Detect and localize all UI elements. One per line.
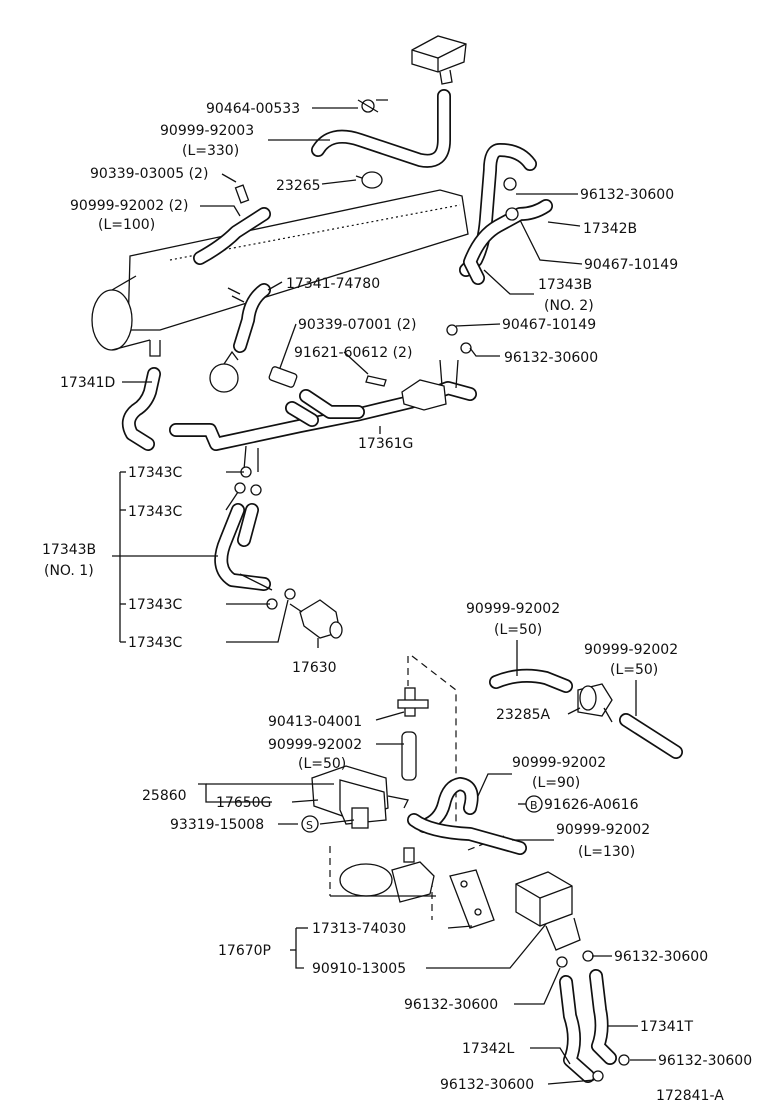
label-90999-92002-a: 90999-92002 [466, 601, 560, 617]
vsv-25860-icon [311, 765, 409, 829]
label-l50-c: (L=50) [298, 756, 346, 772]
label-96132-30600-e: 96132-30600 [658, 1053, 752, 1069]
label-90339-03005: 90339-03005 (2) [90, 166, 208, 182]
label-17343c-4: 17343C [128, 635, 183, 651]
label-marker-s: S [306, 819, 313, 832]
part-labels: 90464-00533 90999-92003 (L=330) 90339-03… [42, 101, 752, 1104]
label-l100: (L=100) [98, 217, 155, 233]
label-l50-a: (L=50) [494, 622, 542, 638]
clips-lower [556, 950, 630, 1082]
label-17343b-no1: 17343B [42, 542, 96, 558]
label-90339-07001: 90339-07001 (2) [298, 317, 416, 333]
label-91621-60612: 91621-60612 (2) [294, 345, 412, 361]
chamber-icon [209, 350, 239, 393]
hose-17342b [463, 199, 553, 285]
figure-id: 172841-A [656, 1088, 724, 1104]
clips-17343c [234, 466, 296, 610]
label-l330: (L=330) [182, 143, 239, 159]
plug-90339-03005-icon [234, 184, 250, 204]
label-96132-30600-top: 96132-30600 [580, 187, 674, 203]
label-l130: (L=130) [578, 844, 635, 860]
valve-23285a-icon [577, 683, 613, 723]
label-17670p: 17670P [218, 943, 271, 959]
label-17361g: 17361G [358, 436, 413, 452]
label-90413-04001: 90413-04001 [268, 714, 362, 730]
label-17343c-2: 17343C [128, 504, 183, 520]
intake-body [91, 189, 469, 357]
label-17650g: 17650G [216, 795, 271, 811]
marker-b-circle [525, 795, 543, 813]
label-90999-92002-d: 90999-92002 [512, 755, 606, 771]
label-l50-b: (L=50) [610, 662, 658, 678]
label-90910-13005: 90910-13005 [312, 961, 406, 977]
label-23265: 23265 [276, 178, 321, 194]
hose-90999-92002-l130 [407, 813, 527, 855]
hose-17342l [559, 975, 595, 1083]
clips-upper-right [446, 177, 519, 354]
label-96132-30600-f: 96132-30600 [440, 1077, 534, 1093]
plug-90339-07001-icon [268, 366, 298, 388]
label-no1: (NO. 1) [44, 563, 94, 579]
pipe-assembly-17361g [169, 359, 477, 472]
bracket-17313-icon [449, 869, 495, 929]
label-90467-10149-mid: 90467-10149 [502, 317, 596, 333]
label-17343c-3: 17343C [128, 597, 183, 613]
label-23285a: 23285A [496, 707, 551, 723]
label-l90: (L=90) [532, 775, 580, 791]
label-90999-92002-e: 90999-92002 [556, 822, 650, 838]
vsv-17670p-icon [515, 871, 581, 951]
label-17341t: 17341T [640, 1019, 694, 1035]
hose-17341t [589, 969, 617, 1065]
label-25860: 25860 [142, 788, 187, 804]
label-17342b: 17342B [583, 221, 637, 237]
label-90999-92002-b: 90999-92002 [584, 642, 678, 658]
bolt-91621-icon [365, 375, 387, 387]
label-91626-a0616: 91626-A0616 [544, 797, 639, 813]
label-96132-30600-d: 96132-30600 [404, 997, 498, 1013]
clip-90464-icon [357, 99, 388, 113]
tee-90413-icon [397, 687, 429, 717]
label-90464-00533: 90464-00533 [206, 101, 300, 117]
label-17341-74780: 17341-74780 [286, 276, 380, 292]
hose-90999-92002-l50-right [489, 668, 683, 759]
label-96132-30600-mid: 96132-30600 [504, 350, 598, 366]
valve-17630-icon [289, 599, 343, 639]
hose-90999-92002-l90 [417, 777, 479, 833]
leader-lines [112, 107, 656, 1085]
hose-90999-92002-l100 [193, 207, 271, 265]
label-17343c-1: 17343C [128, 465, 183, 481]
label-96132-30600-c: 96132-30600 [614, 949, 708, 965]
label-marker-b: B [530, 799, 538, 812]
hose-17341-74780 [227, 283, 271, 353]
hose-17341d [121, 367, 161, 451]
label-17343b-no2: 17343B [538, 277, 592, 293]
label-90999-92002-c: 90999-92002 [268, 737, 362, 753]
label-90999-92002-2: 90999-92002 (2) [70, 198, 188, 214]
label-90467-10149-top: 90467-10149 [584, 257, 678, 273]
label-17630: 17630 [292, 660, 337, 676]
hose-17343b-no1 [214, 503, 273, 591]
valve-23265-icon [355, 171, 383, 189]
label-no2: (NO. 2) [544, 298, 594, 314]
hose-90999-92003 [311, 89, 451, 168]
label-17341d: 17341D [60, 375, 115, 391]
label-93319-15008: 93319-15008 [170, 817, 264, 833]
label-90999-92003: 90999-92003 [160, 123, 254, 139]
label-17313-74030: 17313-74030 [312, 921, 406, 937]
label-17342l: 17342L [462, 1041, 515, 1057]
canister-icon [330, 847, 436, 903]
hose-90999-92002-l50-vertical [401, 731, 417, 781]
marker-s-circle [301, 815, 319, 833]
vacuum-sensor-top [411, 35, 467, 85]
